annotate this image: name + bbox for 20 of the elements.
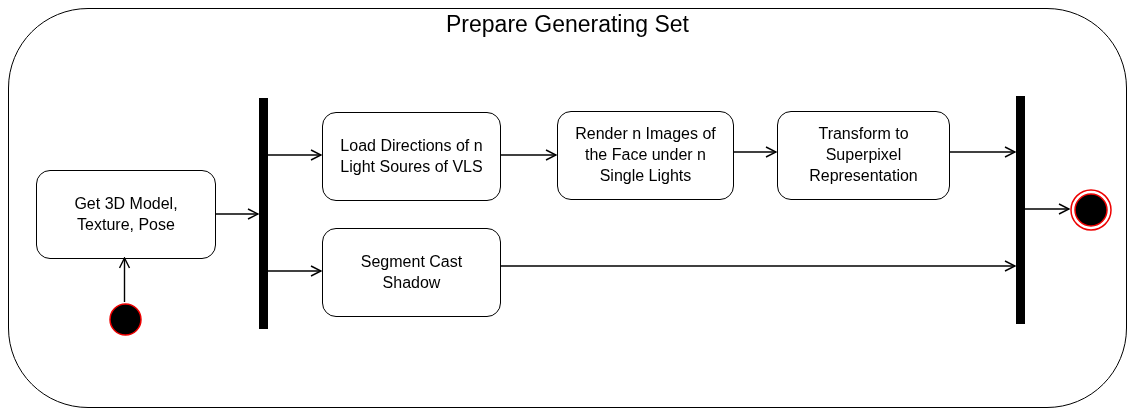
arrow [948,146,1016,158]
activity-frame [8,8,1127,408]
arrow [732,146,777,158]
arrow [1023,203,1070,215]
arrow [266,149,322,161]
arrow [499,149,557,161]
activity-title: Prepare Generating Set [445,11,690,38]
arrow [118,257,131,303]
initial-node [109,303,142,336]
final-node [1070,189,1112,231]
action-box: Segment Cast Shadow [322,228,501,317]
action-box: Load Directions of n Light Soures of VLS [322,112,501,201]
action-box: Get 3D Model, Texture, Pose [36,170,216,259]
arrow [266,265,322,277]
arrow [499,260,1016,272]
arrow [214,208,259,220]
action-box: Transform to Superpixel Representation [777,111,950,200]
synchronization-bar [259,98,268,329]
synchronization-bar [1016,96,1025,324]
action-box: Render n Images of the Face under n Single Lights [557,111,734,200]
